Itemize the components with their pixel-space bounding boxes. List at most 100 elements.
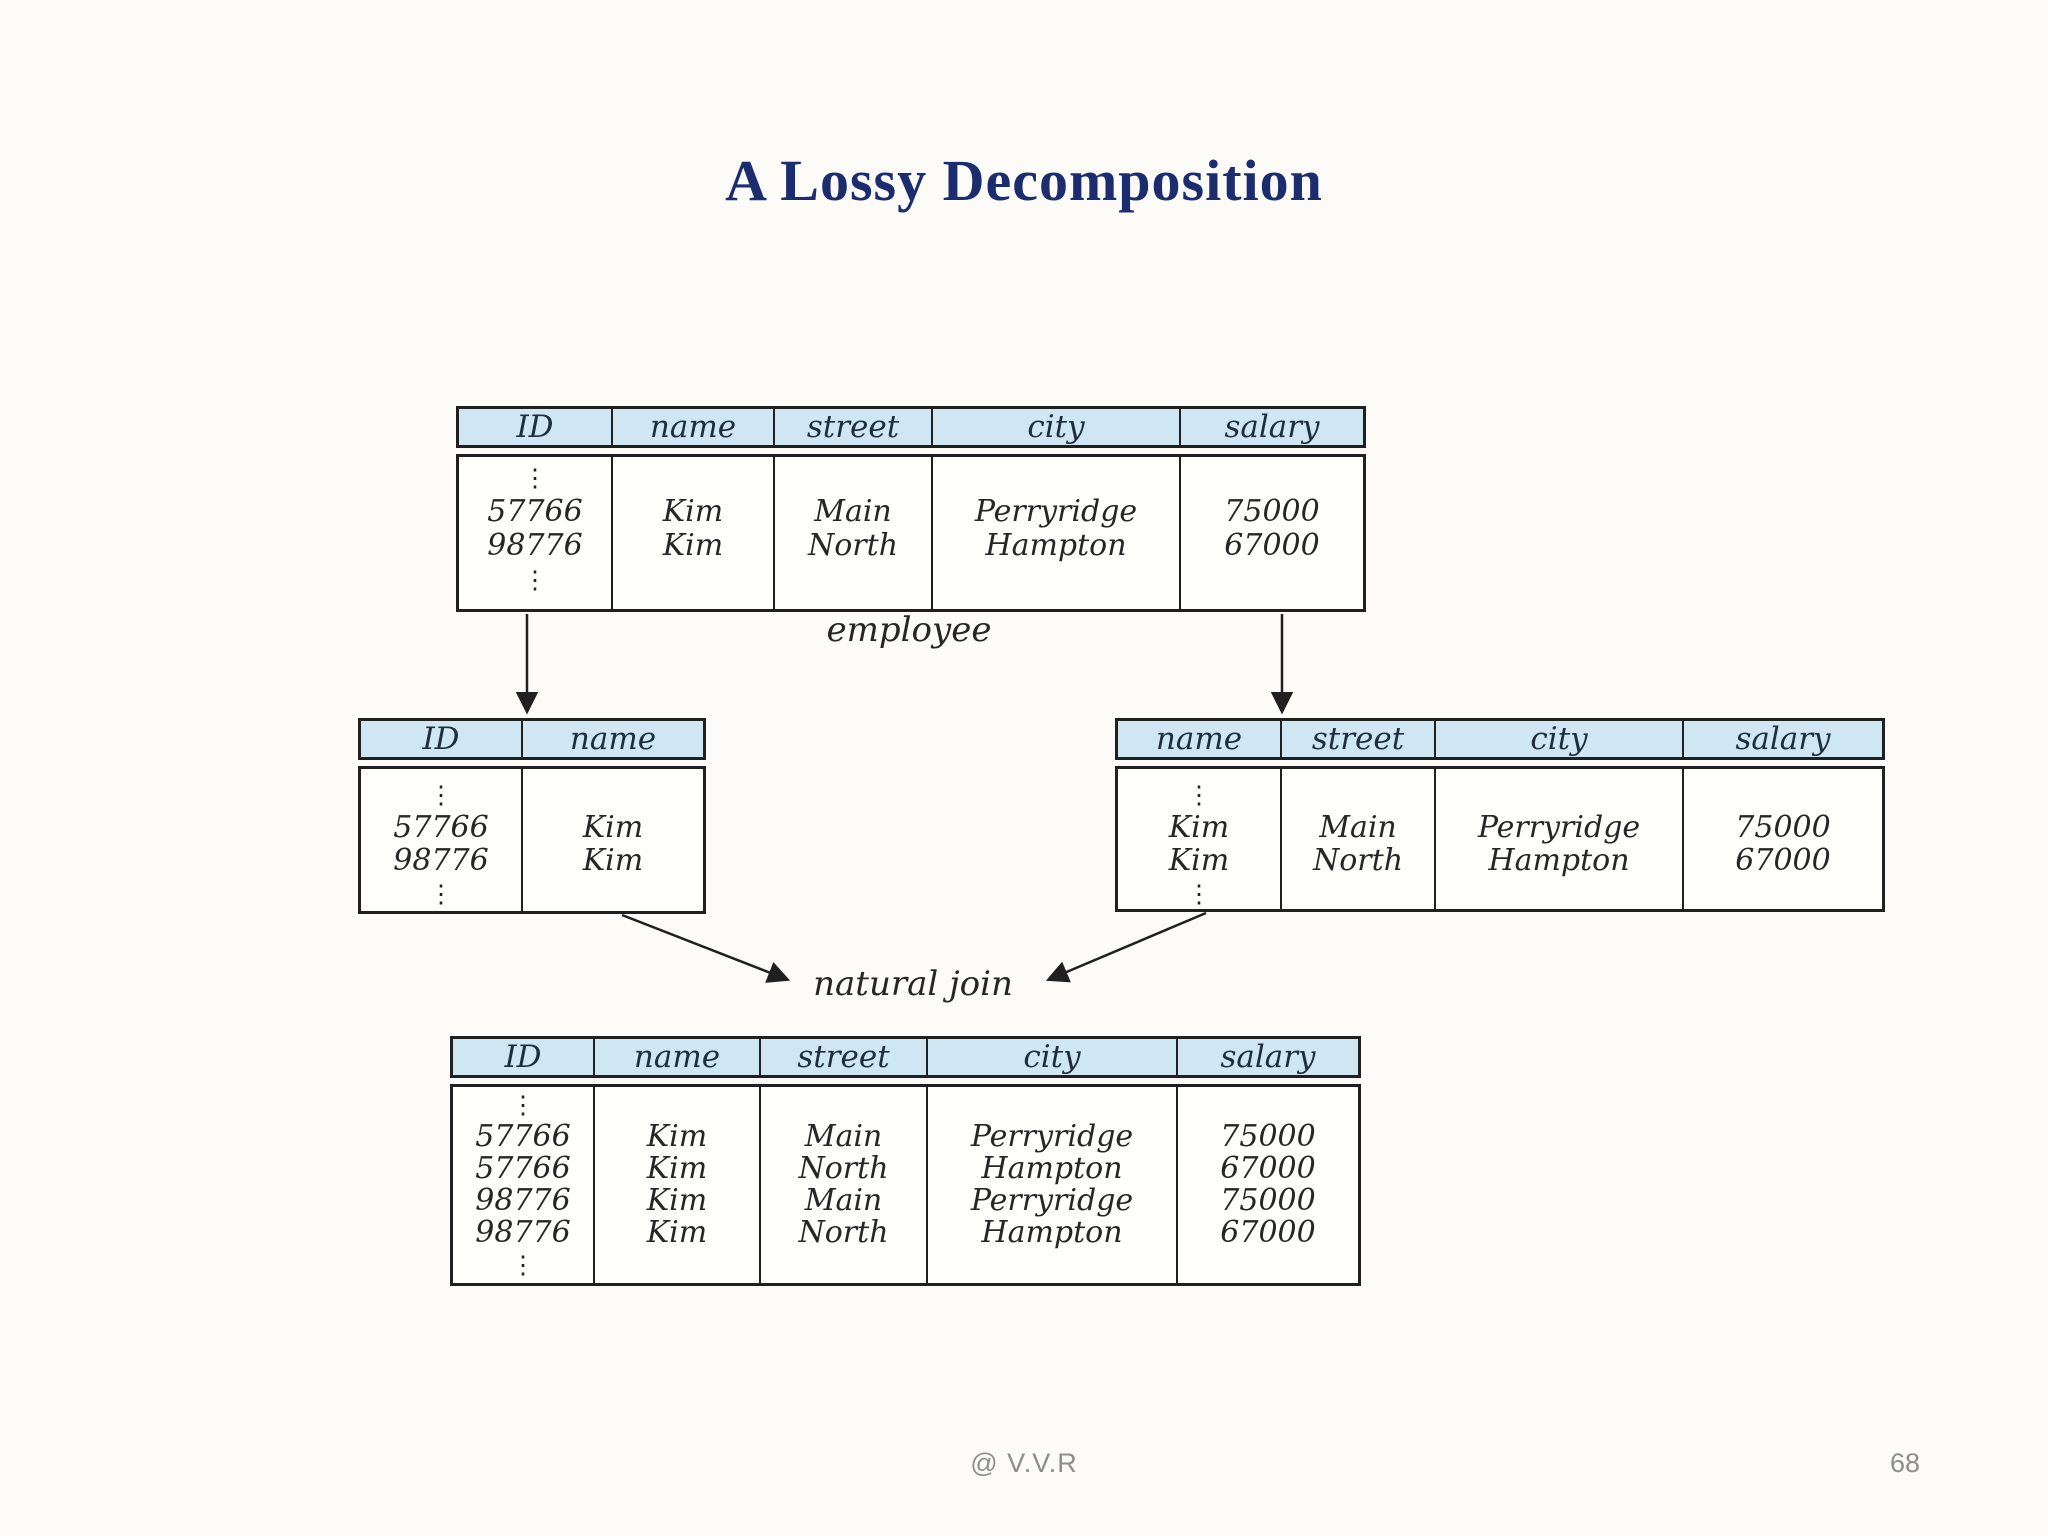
- ellipsis-cell: ⋮: [1186, 879, 1212, 908]
- table-cell: 57766: [475, 1151, 571, 1186]
- table-cell: North: [798, 1151, 889, 1186]
- table-cell: Kim: [646, 1119, 708, 1154]
- table-cell: Main: [1319, 810, 1397, 845]
- table-cell: Hampton: [981, 1151, 1123, 1186]
- column-header-salary: salary: [1735, 721, 1831, 757]
- ellipsis-cell: ⋮: [428, 879, 454, 908]
- page-title: A Lossy Decomposition: [725, 148, 1323, 213]
- table-cell: 75000: [1735, 810, 1831, 845]
- table-cell: Kim: [582, 843, 644, 878]
- table-cell-empty: [1282, 877, 1434, 910]
- table-cell-empty: [775, 563, 931, 597]
- table-cell: Kim: [646, 1215, 708, 1250]
- table-cell: 75000: [1224, 494, 1320, 529]
- column-header-name: name: [569, 721, 657, 757]
- table-cell-empty: [523, 877, 703, 910]
- table-cell-empty: [1684, 877, 1882, 910]
- table-cell: 98776: [393, 843, 489, 878]
- column-header-street: street: [775, 409, 933, 445]
- table-cell-empty: [1181, 563, 1363, 597]
- column-header-city: city: [1436, 721, 1684, 757]
- ellipsis-cell: ⋮: [522, 463, 548, 492]
- table-cell: 57766: [487, 494, 583, 529]
- table-cell: Main: [804, 1183, 883, 1218]
- table-cell: Kim: [1168, 843, 1230, 878]
- page-number: 68: [1890, 1448, 1921, 1478]
- table-cell: 67000: [1220, 1215, 1316, 1250]
- column-header-city: city: [928, 1039, 1178, 1075]
- column-header-street: street: [1282, 721, 1436, 757]
- table-cell-empty: [775, 461, 931, 495]
- table-cell-empty: [613, 461, 773, 495]
- column-header-name: name: [613, 409, 775, 445]
- table-cell-empty: [1178, 1089, 1358, 1121]
- table-cell: North: [1312, 843, 1404, 878]
- table-cell-empty: [928, 1089, 1176, 1121]
- table-cell-empty: [933, 461, 1179, 495]
- table-cell: Hampton: [981, 1215, 1123, 1250]
- column-header-id: ID: [361, 721, 523, 757]
- table-cell: Kim: [646, 1151, 708, 1186]
- employee-table-label: employee: [826, 610, 992, 650]
- table-cell: Kim: [1168, 810, 1230, 845]
- table-cell-empty: [1436, 877, 1682, 910]
- table-cell: 98776: [475, 1183, 571, 1218]
- footer-credit: @ V.V.R: [970, 1448, 1078, 1478]
- table-cell: 57766: [475, 1119, 571, 1154]
- ellipsis-cell: ⋮: [510, 1090, 536, 1119]
- table-cell-empty: [595, 1249, 759, 1281]
- table-cell-empty: [1436, 778, 1682, 811]
- table-cell: 67000: [1220, 1151, 1316, 1186]
- column-header-city: city: [933, 409, 1181, 445]
- table-cell: 75000: [1220, 1119, 1316, 1154]
- table-cell: 75000: [1220, 1183, 1316, 1218]
- table-cell: 67000: [1224, 528, 1320, 563]
- column-header-salary: salary: [1224, 409, 1320, 445]
- table-cell-empty: [595, 1089, 759, 1121]
- table-header-row: ID name: [358, 718, 706, 760]
- table-cell-empty: [933, 563, 1179, 597]
- column-header-id: ID: [459, 409, 613, 445]
- arrow-id-name-to-natural-join: [621, 913, 791, 983]
- table-cell: 98776: [487, 528, 583, 563]
- table-cell: 98776: [475, 1215, 571, 1250]
- table-cell-empty: [928, 1249, 1176, 1281]
- table-cell: Main: [814, 494, 892, 529]
- natural-join-label: natural join: [813, 964, 1013, 1004]
- column-header-salary: salary: [1220, 1039, 1316, 1075]
- table-cell-empty: [1178, 1249, 1358, 1281]
- table-cell-empty: [613, 563, 773, 597]
- table-cell-empty: [761, 1249, 926, 1281]
- table-cell: Perryridge: [970, 1119, 1134, 1154]
- column-header-name: name: [1118, 721, 1282, 757]
- table-cell: Perryridge: [974, 494, 1138, 529]
- table-cell: Hampton: [985, 528, 1127, 563]
- table-cell-empty: [1181, 461, 1363, 495]
- table-cell: Main: [804, 1119, 883, 1154]
- column-header-id: ID: [453, 1039, 595, 1075]
- table-cell: Perryridge: [1477, 810, 1641, 845]
